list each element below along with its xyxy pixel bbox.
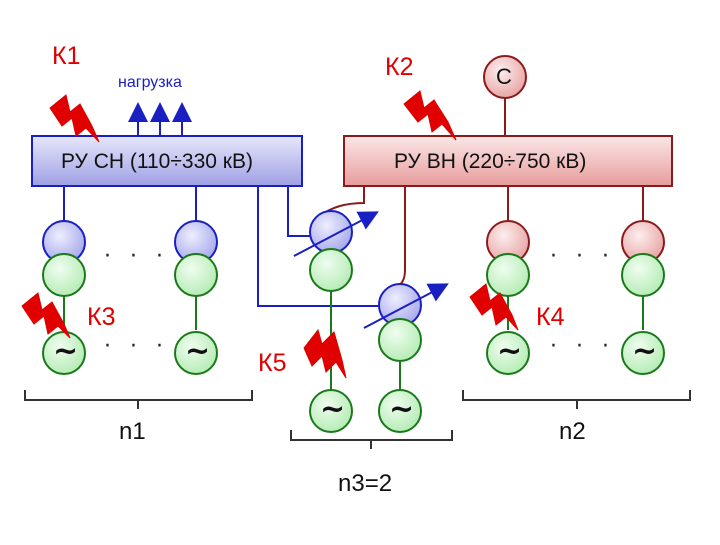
generator: [309, 389, 353, 433]
transformer-lv-winding: [378, 318, 422, 362]
fault-k5-bolt: [303, 328, 347, 379]
bracket-n1: [24, 390, 253, 409]
generator: [621, 331, 665, 375]
transformer-lv-winding: [309, 248, 353, 292]
transformer-lv-winding: [174, 253, 218, 297]
ellipsis: · · ·: [550, 334, 615, 359]
generator-symbol: ~: [185, 334, 211, 369]
group-brackets: [24, 390, 691, 449]
fault-k1-label: К1: [52, 42, 81, 70]
load-arrows: [128, 102, 192, 136]
group-n1-label: n1: [119, 418, 146, 445]
ellipsis: · · ·: [550, 244, 615, 269]
fault-k3-bolt: [21, 292, 71, 339]
generator-symbol: ~: [389, 392, 415, 427]
hv-busbar: [343, 135, 673, 187]
group-n3-label: n3=2: [338, 470, 393, 497]
fault-k5-label: К5: [258, 349, 287, 377]
load-label: нагрузка: [118, 74, 182, 91]
generator: [486, 331, 530, 375]
fault-k3-label: К3: [87, 303, 116, 331]
generator-symbol: ~: [53, 334, 79, 369]
mv-units: [42, 186, 218, 375]
transformer-lv-winding: [621, 253, 665, 297]
fault-k2-label: К2: [385, 53, 414, 81]
fault-k2-bolt: [403, 90, 457, 141]
generator-symbol: ~: [497, 334, 523, 369]
mv-busbar-label: РУ СН (110÷330 кВ): [61, 150, 253, 173]
group-n2-label: n2: [559, 418, 586, 445]
generator-symbol: ~: [632, 334, 658, 369]
bracket-n2: [462, 390, 691, 409]
fault-k4-label: К4: [536, 303, 565, 331]
generator-symbol: ~: [320, 392, 346, 427]
autotransformer-winding: [309, 210, 353, 254]
transformer-lv-winding: [42, 253, 86, 297]
transformer-lv-winding: [486, 253, 530, 297]
fault-bolts: [21, 90, 519, 379]
fault-k4-bolt: [469, 283, 519, 331]
system-label: С: [496, 64, 512, 89]
hv-units: [486, 186, 665, 375]
bracket-n3: [290, 430, 453, 449]
generator: [174, 331, 218, 375]
ellipsis: · · ·: [104, 244, 169, 269]
fault-k1-bolt: [49, 94, 100, 143]
ellipsis: · · ·: [104, 334, 169, 359]
hv-busbar-label: РУ ВН (220÷750 кВ): [394, 150, 587, 173]
mv-busbar: [31, 135, 303, 187]
autotransformer-units: [257, 186, 449, 433]
system-node: [483, 55, 527, 99]
generator: [378, 389, 422, 433]
